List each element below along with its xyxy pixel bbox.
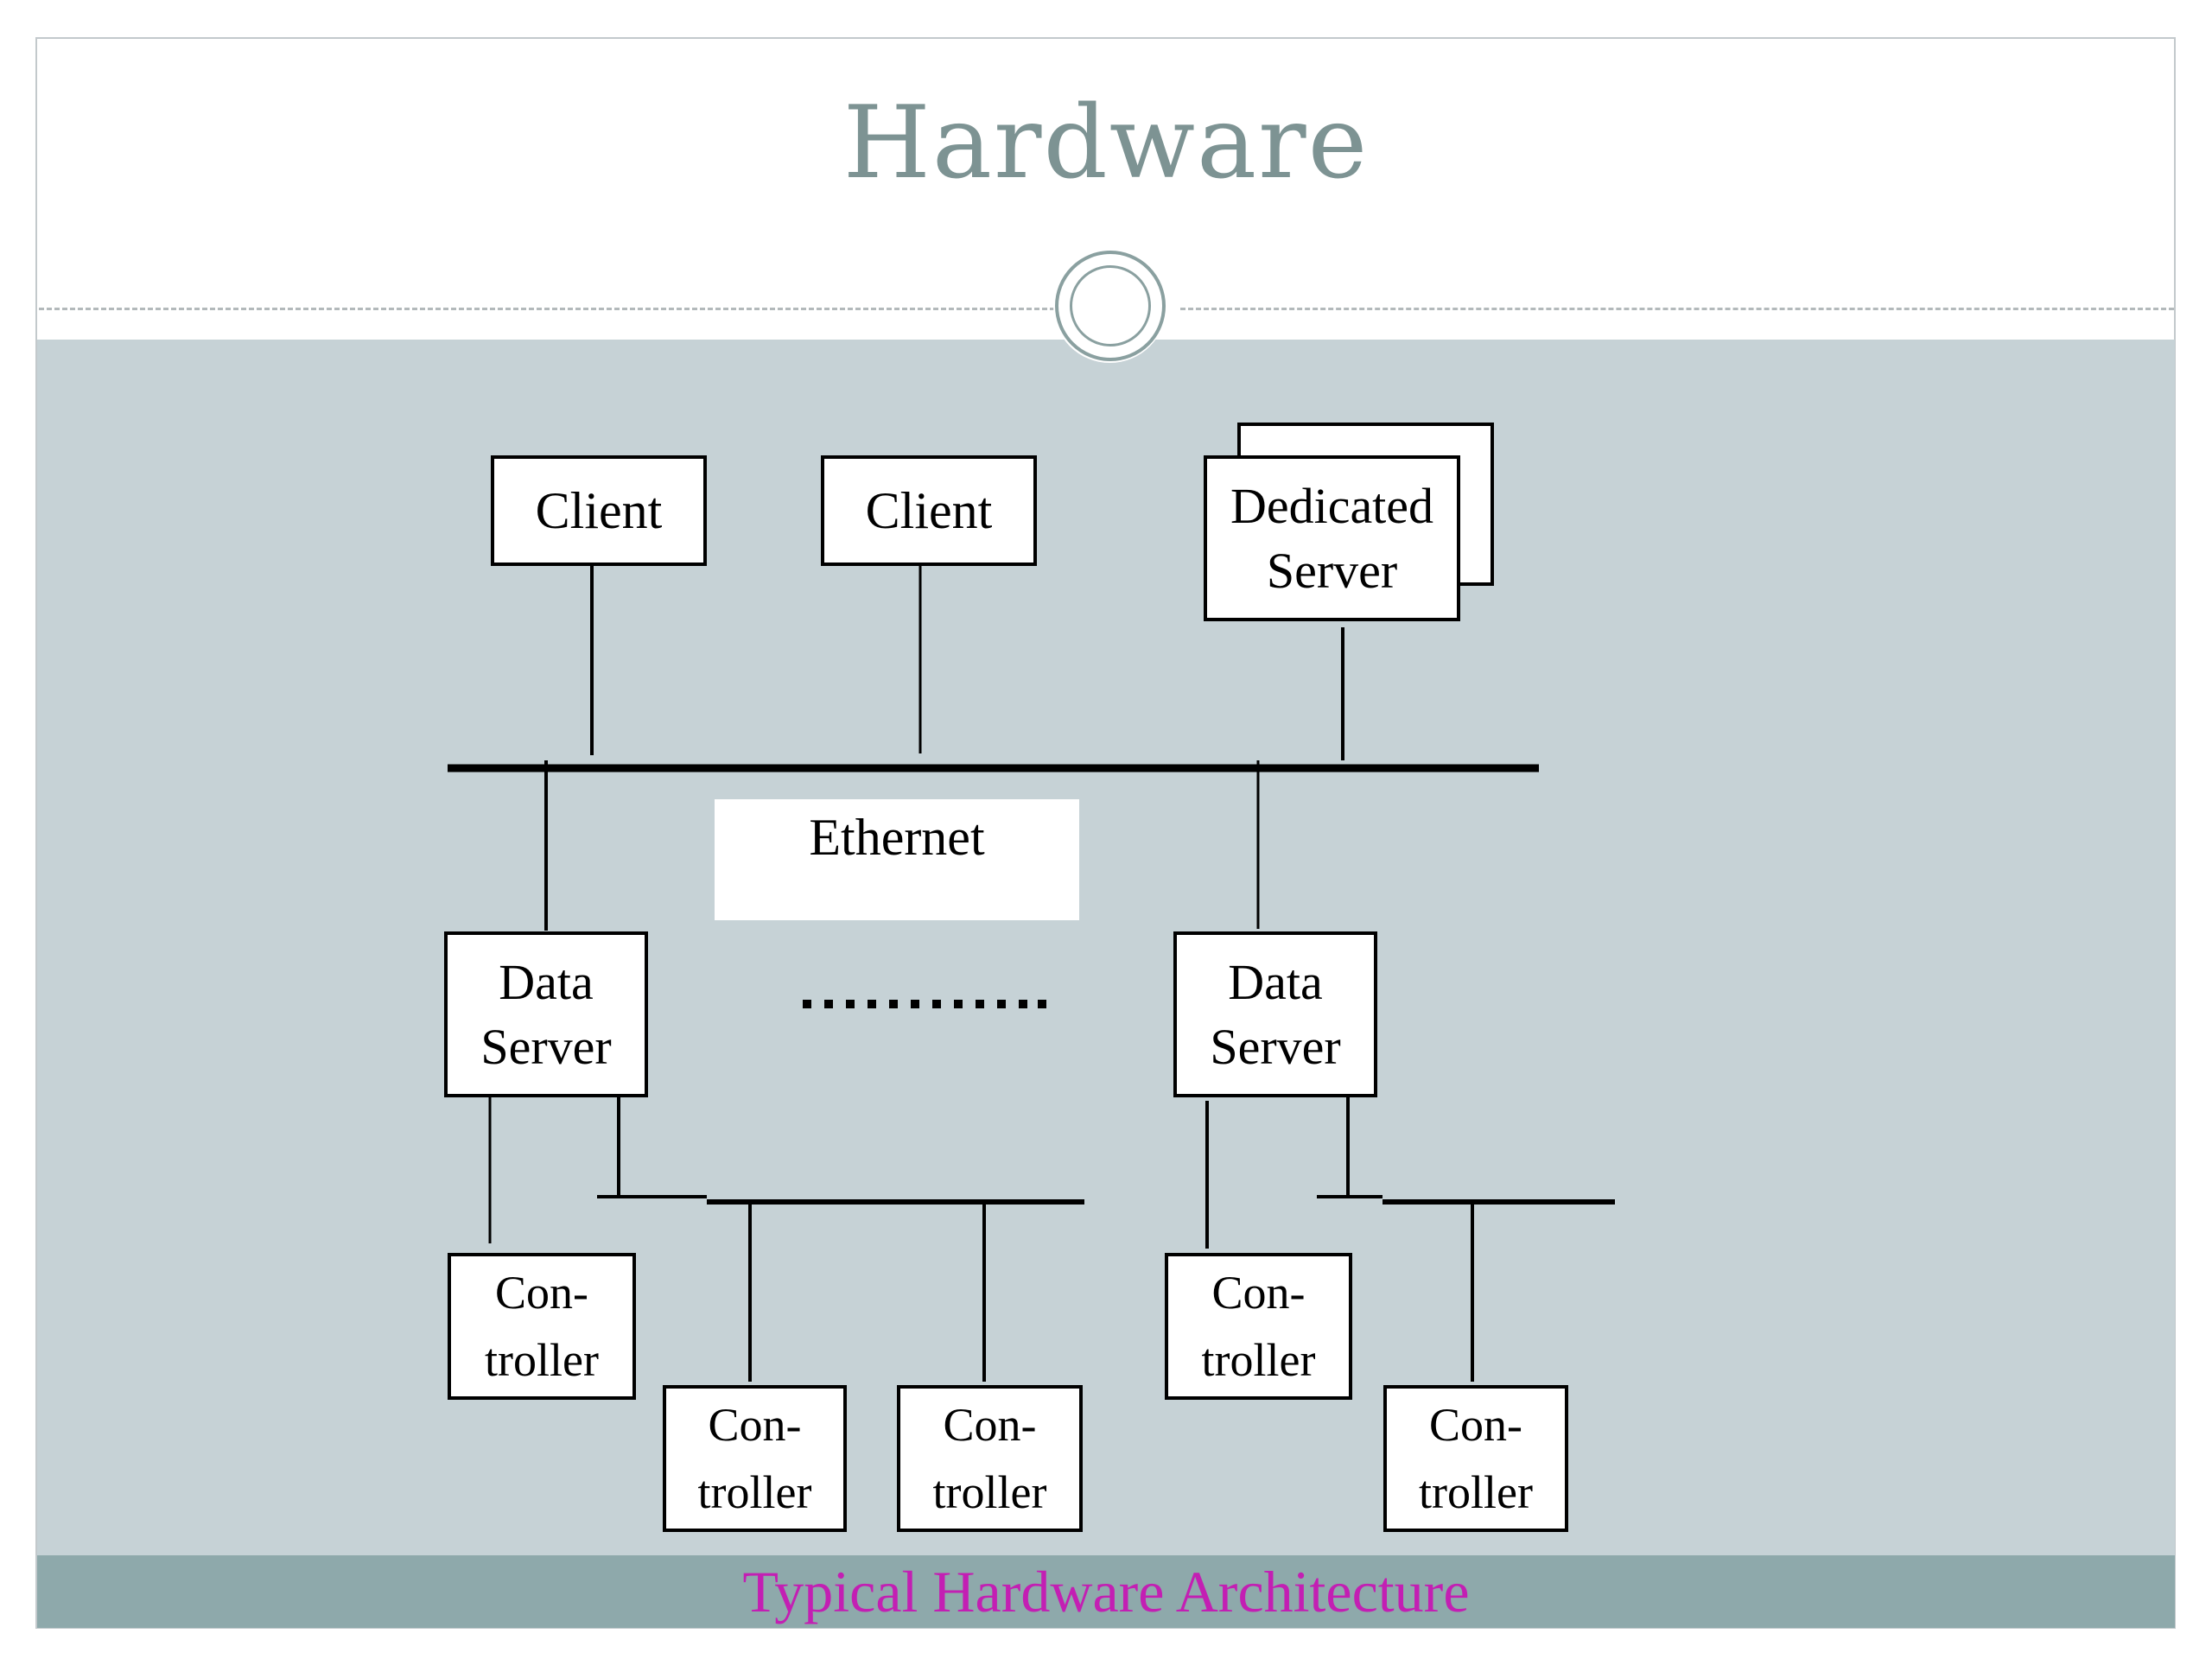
data-server-1-line2: Server bbox=[480, 1019, 612, 1075]
client-label-2: Client bbox=[865, 481, 993, 539]
controller-2-line1: Con- bbox=[708, 1398, 802, 1451]
controller-5-line1: Con- bbox=[1428, 1398, 1522, 1451]
client-box-1: Client bbox=[491, 455, 707, 566]
client-box-2: Client bbox=[821, 455, 1037, 566]
dedicated-server-label-line2: Server bbox=[1266, 543, 1398, 599]
controller-2-line2: troller bbox=[697, 1466, 812, 1518]
controller-4-line1: Con- bbox=[1211, 1266, 1306, 1319]
dedicated-server-label-line1: Dedicated bbox=[1230, 477, 1434, 534]
controller-box-3: Con- troller bbox=[897, 1385, 1083, 1532]
controller-3-line1: Con- bbox=[943, 1398, 1037, 1451]
controller-3-line2: troller bbox=[932, 1466, 1047, 1518]
controller-box-4: Con- troller bbox=[1165, 1253, 1352, 1400]
data-server-1-line1: Data bbox=[499, 953, 594, 1010]
content-area bbox=[37, 340, 2175, 1555]
controller-4-line2: troller bbox=[1201, 1334, 1316, 1386]
data-server-box-2: Data Server bbox=[1173, 931, 1377, 1097]
controller-box-1: Con- troller bbox=[448, 1253, 636, 1400]
controller-box-5: Con- troller bbox=[1383, 1385, 1568, 1532]
dedicated-server-box: Dedicated Server bbox=[1204, 455, 1460, 621]
slide-title: Hardware bbox=[842, 85, 1370, 201]
caption-container: Typical Hardware Architecture bbox=[0, 1555, 2212, 1628]
controller-5-line2: troller bbox=[1419, 1466, 1533, 1518]
client-label-1: Client bbox=[535, 481, 663, 539]
circle-emblem-inner-ring bbox=[1070, 265, 1151, 346]
controller-1-line2: troller bbox=[485, 1334, 599, 1386]
caption-bar bbox=[37, 1555, 2175, 1628]
title-divider-right bbox=[1180, 308, 2174, 310]
controller-1-line1: Con- bbox=[494, 1266, 588, 1319]
slide-caption: Typical Hardware Architecture bbox=[742, 1559, 1470, 1624]
controller-box-2: Con- troller bbox=[663, 1385, 847, 1532]
data-server-box-1: Data Server bbox=[444, 931, 648, 1097]
ethernet-label: Ethernet bbox=[715, 799, 1079, 920]
ellipsis-dots bbox=[803, 1000, 1046, 1008]
title-divider-left bbox=[39, 308, 1055, 310]
data-server-2-line1: Data bbox=[1228, 953, 1323, 1010]
data-server-2-line2: Server bbox=[1210, 1019, 1341, 1075]
